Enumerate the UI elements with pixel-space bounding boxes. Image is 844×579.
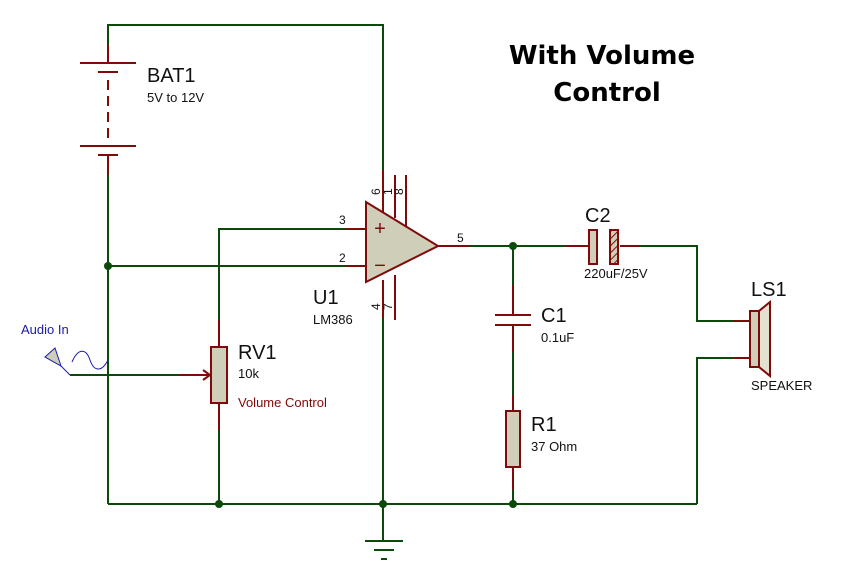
ground-symbol <box>365 540 403 560</box>
resistor-r1-symbol <box>505 395 521 490</box>
speaker-symbol <box>733 299 771 379</box>
pin-6: 6 <box>369 188 383 195</box>
speaker-ref: LS1 <box>751 279 787 301</box>
wires <box>70 24 733 540</box>
title-line2: Control <box>553 78 660 108</box>
pin-4: 4 <box>369 303 383 310</box>
noninverting-sign: + <box>374 218 386 240</box>
battery-symbol <box>80 45 136 175</box>
inverting-sign: − <box>374 255 386 277</box>
c2-ref: C2 <box>585 205 611 227</box>
amp-ref: U1 <box>313 287 339 309</box>
pin-5: 5 <box>457 231 464 245</box>
capacitor-c1-symbol <box>495 285 531 395</box>
battery-ref: BAT1 <box>147 65 196 87</box>
pin-7: 7 <box>381 303 395 310</box>
r1-ref: R1 <box>531 414 557 436</box>
title-line1: With Volume <box>509 41 695 71</box>
amp-value: LM386 <box>313 312 353 327</box>
potentiometer-symbol <box>180 320 228 430</box>
speaker-value: SPEAKER <box>751 378 812 393</box>
pin-2: 2 <box>339 251 346 265</box>
pot-note: Volume Control <box>238 395 327 410</box>
amplifier-symbol: + − <box>345 170 470 320</box>
audio-input-symbol <box>44 347 109 376</box>
junctions <box>104 242 517 508</box>
pin-8: 8 <box>392 188 406 195</box>
pin-1: 1 <box>381 188 395 195</box>
c1-ref: C1 <box>541 305 567 327</box>
audio-in-label: Audio In <box>21 322 69 337</box>
pin-3: 3 <box>339 213 346 227</box>
pot-value: 10k <box>238 366 259 381</box>
r1-value: 37 Ohm <box>531 439 577 454</box>
c2-value: 220uF/25V <box>584 266 648 281</box>
battery-value: 5V to 12V <box>147 90 204 105</box>
capacitor-c2-symbol <box>565 229 640 265</box>
sine-wave-icon <box>71 350 109 370</box>
pot-ref: RV1 <box>238 342 277 364</box>
c1-value: 0.1uF <box>541 330 574 345</box>
